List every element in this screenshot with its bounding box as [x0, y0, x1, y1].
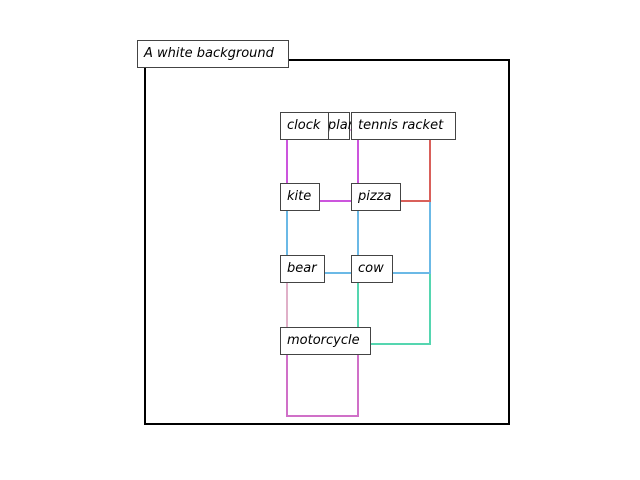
kite-region-outline [286, 126, 359, 202]
tennis-racket-label: tennis racket [351, 112, 456, 140]
clock-label: clock [280, 112, 329, 140]
pizza-label: pizza [351, 183, 401, 211]
kite-label: kite [280, 183, 320, 211]
bear-label: bear [280, 255, 325, 283]
caption-label: A white background [137, 40, 289, 68]
motorcycle-label: motorcycle [280, 327, 371, 355]
background-frame [144, 59, 510, 425]
cow-label: cow [351, 255, 393, 283]
